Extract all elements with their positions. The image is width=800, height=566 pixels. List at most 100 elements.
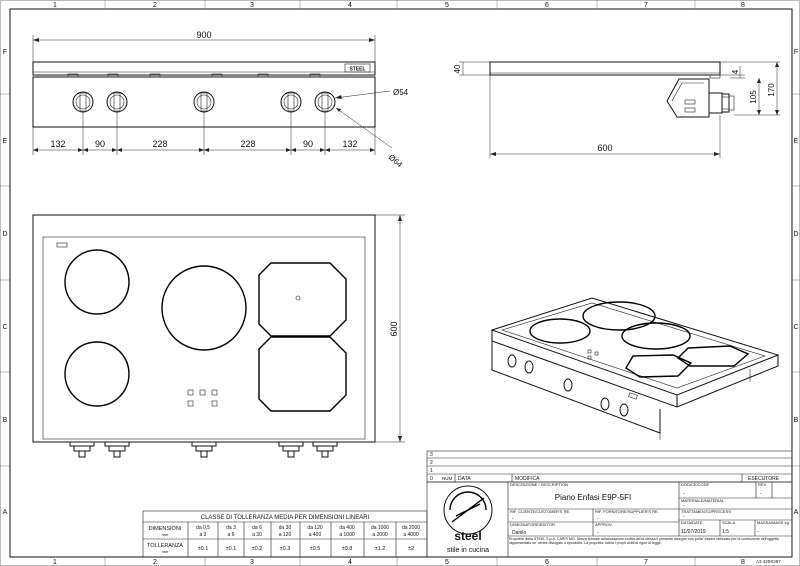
date-value: 11/07/2019	[681, 529, 706, 535]
col-label: 8	[741, 559, 745, 566]
drawn-by-value: Danilo	[512, 530, 526, 536]
revision-row-number: 2	[430, 460, 433, 466]
revision-table: 3 2 1 0 NUM DATA MODIFICA ESECUTORE	[426, 450, 793, 483]
tolerance-table: CLASSE DI TOLLERANZA MEDIA PER DIMENSION…	[142, 510, 428, 558]
revision-row-number: 3	[430, 452, 433, 458]
revision-col-executor: ESECUTORE	[748, 476, 780, 482]
drawn-by-label: DISEGNATORE/EDITOR	[510, 522, 555, 527]
revision-col-modification: MODIFICA	[515, 476, 540, 482]
revision-value: -	[760, 491, 762, 497]
tolerance-range-from: da 2000	[402, 525, 420, 531]
tolerance-range-to: a 2000	[372, 532, 388, 538]
octagonal-cooking-zone	[258, 336, 347, 412]
side-view: 40 4 105 170 600	[453, 61, 780, 158]
round-cooking-zone	[64, 249, 130, 315]
brand-plate-text: STEEL	[349, 67, 365, 73]
material-value: -	[683, 503, 685, 509]
dim-side-depth: 600	[597, 143, 612, 153]
tolerance-value: ±0.1	[226, 546, 237, 552]
tolerance-range-to: a 1000	[339, 532, 355, 538]
tolerance-range-to: a 3	[200, 532, 207, 538]
sheet-size: A3 420X297	[756, 559, 781, 564]
row-label: B	[794, 417, 799, 424]
tolerance-dimensions-unit: mm	[162, 532, 169, 537]
mass-label: MASSA/MASS kg	[757, 520, 789, 525]
front-knob	[193, 91, 215, 113]
dim-segment: 90	[303, 139, 313, 149]
row-label: A	[794, 509, 799, 516]
col-label: 7	[644, 2, 648, 9]
dim-segment: 132	[342, 139, 357, 149]
col-label: 5	[445, 2, 449, 9]
tolerance-value: ±1.2	[375, 546, 386, 552]
logo-text: steel	[454, 529, 481, 543]
revision-col-num: NUM	[442, 476, 452, 481]
approved-value: -	[597, 530, 599, 536]
round-cooking-zone	[161, 265, 247, 351]
legal-notice: Proprieta' della STEEL S.p.A. CARPI MO. …	[509, 537, 779, 545]
front-view: 900 STEEL	[32, 30, 409, 170]
row-label: A	[3, 509, 8, 516]
tolerance-range-from: da 120	[307, 525, 323, 531]
touch-control-indicators	[187, 389, 218, 407]
logo-tagline: stile in cucina	[447, 547, 489, 554]
tolerance-range-to: a 6	[228, 532, 235, 538]
row-label: D	[2, 231, 7, 238]
row-label: C	[2, 324, 7, 331]
front-knob	[106, 91, 128, 113]
title-block: steel stile in cucina DESCRIZIONE / DESC…	[426, 481, 793, 564]
tolerance-value: ±2	[408, 546, 414, 552]
tolerance-range-from: da 6	[252, 525, 262, 531]
treatment-value: -	[683, 514, 685, 520]
row-label: B	[3, 417, 8, 424]
scale-value: 1:5	[722, 529, 729, 535]
tolerance-range-from: da 1000	[371, 525, 389, 531]
round-cooking-zone	[64, 341, 130, 407]
octagonal-cooking-zone	[258, 262, 347, 337]
legal-notice-text: Proprieta' della STEEL S.p.A. CARPI MO. …	[509, 537, 779, 545]
tolerance-value: ±0.8	[342, 546, 353, 552]
steel-logo: steel stile in cucina	[443, 485, 493, 554]
row-label: D	[793, 231, 798, 238]
dim-top-depth: 600	[389, 321, 399, 336]
col-label: 3	[250, 2, 254, 9]
front-knob	[314, 91, 336, 113]
revision-row-number: 0	[430, 476, 433, 482]
brand-plate: STEEL	[344, 63, 371, 73]
treatment-label: TRATTAMENTO/PROCESS	[681, 509, 731, 514]
tolerance-range-from: da 30	[279, 525, 292, 531]
client-ref-label: RIF. CLIENTE/CUSTOMER'S RE.	[510, 509, 570, 514]
dim-knob-ring-diameter: Ø64	[387, 153, 405, 170]
row-label: C	[793, 324, 798, 331]
tolerance-value: ±0.1	[198, 546, 209, 552]
dim-side-top: 40	[453, 64, 462, 73]
col-label: 4	[348, 2, 352, 9]
description-label: DESCRIZIONE / DESCRIPTION	[510, 482, 568, 487]
tolerance-range-to: a 4000	[403, 532, 419, 538]
dim-total-width: 900	[196, 30, 211, 40]
col-label: 1	[53, 559, 57, 566]
col-label: 2	[153, 2, 157, 9]
col-label: 6	[545, 2, 549, 9]
code-label: CODICE/CODE	[681, 482, 710, 487]
dim-side-gap: 4	[731, 69, 740, 74]
col-label: 5	[445, 559, 449, 566]
tolerance-range-to: a 30	[252, 532, 262, 538]
material-label: MATERIALE/MATERIAL	[681, 498, 725, 503]
side-knob-assembly	[666, 74, 735, 118]
dim-segment: 132	[50, 139, 65, 149]
row-label: E	[3, 138, 8, 145]
dim-segment: 228	[152, 139, 167, 149]
description-value: Piano Enfasi E9P-5FI	[555, 493, 631, 502]
top-view: 600	[32, 214, 405, 458]
row-label: F	[3, 49, 7, 56]
tolerance-range-from: da 3	[226, 525, 236, 531]
scale-label: SCALA	[722, 520, 735, 525]
tolerance-value: ±0.5	[310, 546, 321, 552]
row-label: E	[794, 138, 799, 145]
tolerance-range-from: da 400	[339, 525, 355, 531]
approved-label: APPROV.	[595, 522, 612, 527]
tolerance-range-to: a 120	[279, 532, 292, 538]
tolerance-values-label: TOLLERANZA	[147, 543, 183, 549]
